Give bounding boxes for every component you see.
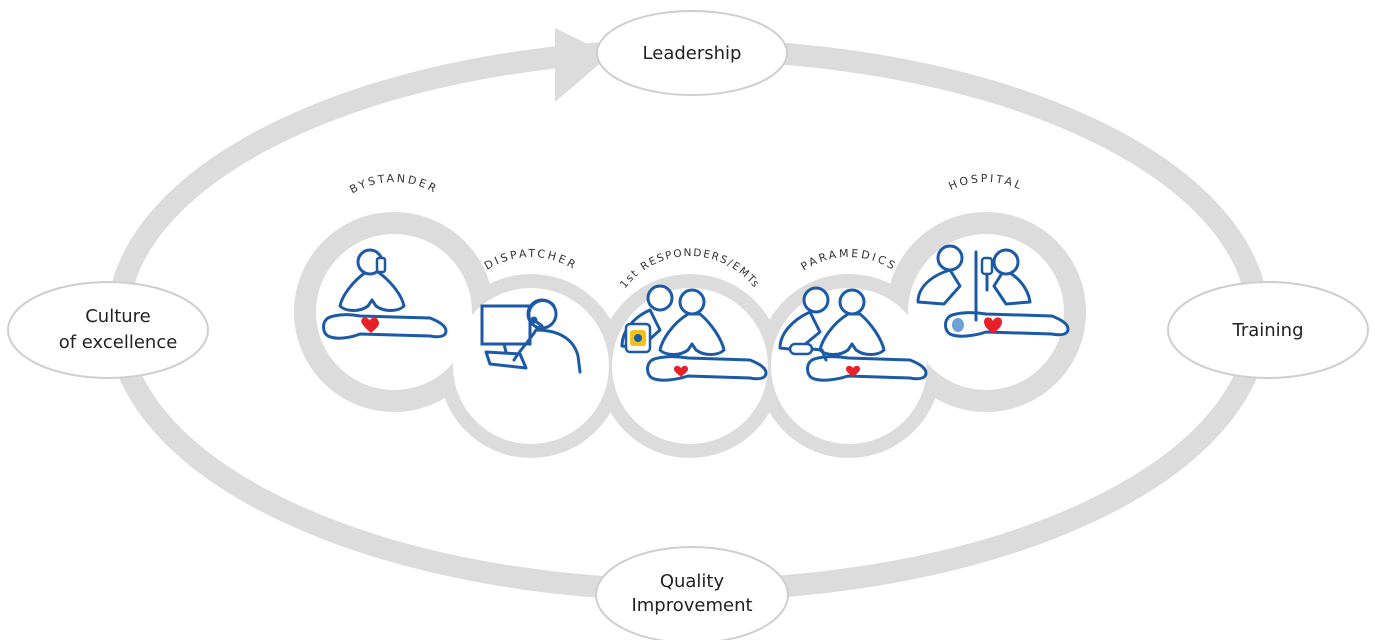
node-culture-of-excellence: Culture of excellence	[7, 281, 209, 379]
stage-label-bystander: BYSTANDER	[347, 172, 440, 196]
node-culture-label-line1: Culture	[85, 306, 151, 327]
stage-label-hospital: HOSPITAL	[947, 172, 1026, 193]
aed-responders-icon	[620, 284, 768, 382]
stage-label-paramedics: PARAMEDICS	[799, 247, 900, 274]
node-leadership: Leadership	[596, 10, 788, 96]
hospital-iv-icon	[916, 244, 1070, 338]
node-culture-label-line2: of excellence	[59, 332, 178, 353]
bystander-heart-icon	[363, 319, 379, 333]
node-training: Training	[1167, 281, 1369, 379]
node-leadership-label: Leadership	[643, 43, 742, 64]
dispatcher-headset-icon	[480, 298, 582, 374]
node-training-label: Training	[1231, 320, 1303, 341]
node-quality-label-line2: Improvement	[631, 595, 752, 616]
node-quality-label-line1: Quality	[660, 571, 725, 592]
stage-label-dispatcher: DISPATCHER	[482, 247, 580, 273]
cycle-arrow-icon	[555, 28, 610, 102]
node-quality-improvement: Quality Improvement	[595, 546, 789, 640]
paramedics-bag-valve-icon	[778, 286, 928, 382]
bystander-phone-cpr-icon	[322, 248, 448, 340]
